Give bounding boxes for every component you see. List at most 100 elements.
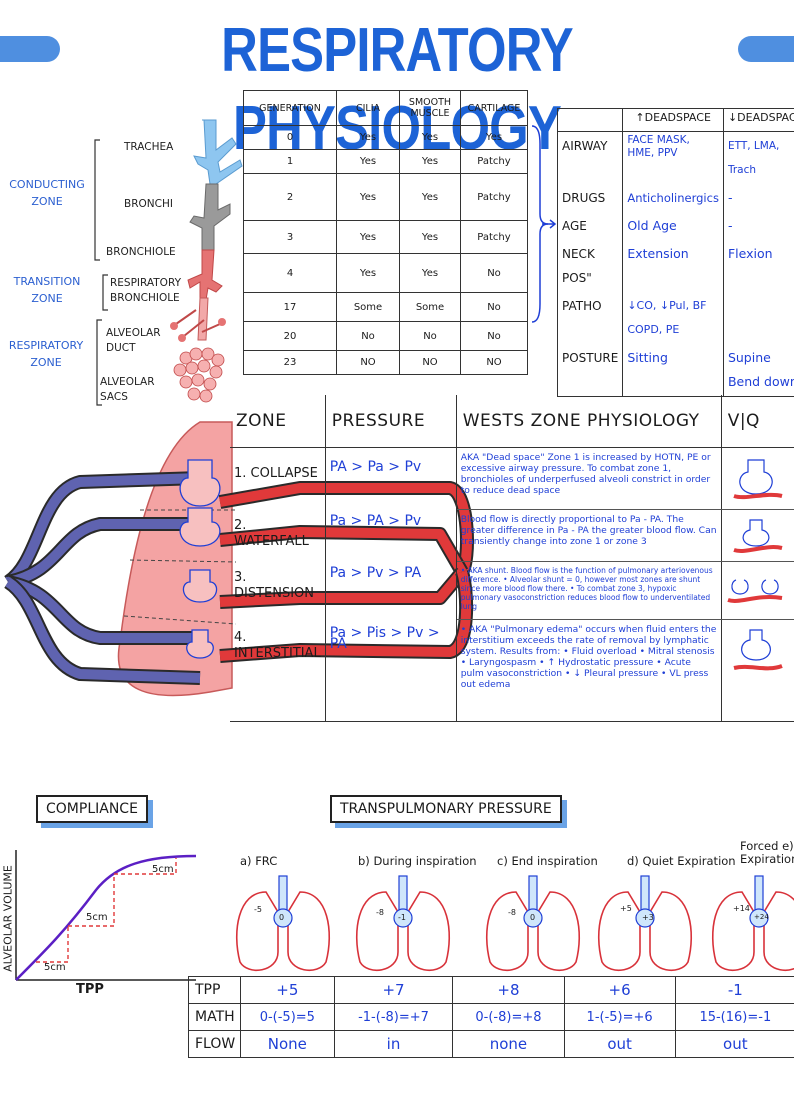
cell: out — [674, 1030, 794, 1058]
stage-b-pleural: -8 — [376, 908, 384, 917]
label-bronchiole: BRONCHIOLE — [106, 246, 176, 258]
zone-pressure: Pa > PA > Pv — [325, 509, 457, 562]
cell: +7 — [333, 976, 454, 1004]
stage-d-pleural: +5 — [620, 904, 632, 913]
table-row: MATH 0-(-5)=5 -1-(-8)=+7 0-(-8)=+8 1-(-5… — [188, 1003, 794, 1031]
cell: DRUGS — [556, 184, 624, 212]
cell: 17 — [243, 292, 337, 322]
table-row: 1. COLLAPSE PA > Pa > Pv AKA "Dead space… — [230, 447, 794, 510]
compliance-label: COMPLIANCE — [36, 795, 148, 823]
cell: Yes — [399, 149, 461, 174]
cell: 23 — [243, 350, 337, 375]
cell: No — [460, 253, 528, 293]
compliance-step-1: 5cm — [44, 962, 66, 973]
table-row: TPP +5 +7 +8 +6 -1 — [188, 976, 794, 1004]
label-alveolar-duct: ALVEOLAR DUCT — [106, 327, 161, 354]
cell: Yes — [336, 220, 400, 254]
label-trachea: TRACHEA — [124, 141, 174, 153]
cell: none — [452, 1030, 565, 1058]
stage-b-alveolar: -1 — [398, 913, 406, 922]
zone-pressure: Pa > Pis > Pv > PA — [325, 619, 457, 722]
zone-description: AKA "Dead space" Zone 1 is increased by … — [456, 447, 722, 510]
cell: Yes — [399, 125, 461, 150]
cell: - — [722, 212, 794, 240]
stage-label-c: c) End inspiration — [497, 854, 598, 868]
zone-conducting: CONDUCTING ZONE — [9, 178, 85, 208]
cell: Yes — [399, 253, 461, 293]
cell: 15-(16)=-1 — [674, 1003, 794, 1031]
cell: 0-(-5)=5 — [240, 1003, 335, 1031]
cell: Flexion — [722, 240, 794, 292]
cell: PATHO — [556, 292, 624, 344]
cell: 3 — [243, 220, 337, 254]
deadspace-header-increase: ↑DEADSPACE — [622, 108, 724, 132]
vq-icon — [721, 619, 794, 722]
compliance-step-2: 5cm — [86, 912, 108, 923]
cell: NO — [336, 350, 400, 375]
cell: Yes — [399, 220, 461, 254]
stage-d-alveolar: +3 — [642, 913, 654, 922]
generation-table: GENERATION CILIA SMOOTH MUSCLE CARTILAGE… — [243, 90, 528, 375]
compliance-step-3: 5cm — [152, 864, 174, 875]
cell: Patchy — [460, 149, 528, 174]
cell: 20 — [243, 321, 337, 351]
cell: FACE MASK, HME, PPV — [622, 131, 724, 184]
label-bronchi: BRONCHI — [124, 198, 173, 210]
cell: Yes — [336, 173, 400, 221]
cell: Yes — [336, 149, 400, 174]
stage-label-b: b) During inspiration — [358, 854, 477, 868]
cell: 1 — [243, 149, 337, 174]
cell: Extension — [622, 240, 724, 292]
table-row: 4. INTERSTITIAL Pa > Pis > Pv > PA • AKA… — [230, 619, 794, 722]
cell: +8 — [452, 976, 565, 1004]
row-label-flow: FLOW — [188, 1030, 241, 1058]
row-label-math: MATH — [188, 1003, 241, 1031]
gen-header-cartilage: CARTILAGE — [460, 90, 528, 126]
gen-header-smooth-muscle: SMOOTH MUSCLE — [399, 90, 461, 126]
tpp-table: TPP +5 +7 +8 +6 -1 MATH 0-(-5)=5 -1-(-8)… — [188, 976, 794, 1058]
airway-tree-diagram — [94, 119, 243, 406]
cell: in — [333, 1030, 454, 1058]
cell: Patchy — [460, 220, 528, 254]
cell: NO — [460, 350, 528, 375]
cell: - — [722, 184, 794, 212]
zone-pressure: PA > Pa > Pv — [325, 447, 457, 510]
zone-description: • AKA "Pulmonary edema" occurs when flui… — [456, 619, 722, 722]
zone-description: Blood flow is directly proportional to P… — [456, 509, 722, 562]
stage-e-pleural: +14 — [733, 904, 750, 913]
stage-label-d: d) Quiet Expiration — [627, 854, 736, 868]
cell: Yes — [399, 173, 461, 221]
wz-header-zone: ZONE — [230, 395, 326, 448]
wz-header-pressure: PRESSURE — [325, 395, 457, 448]
cell: Old Age — [622, 212, 724, 240]
zone-name: 3. DISTENSION — [230, 561, 326, 620]
title-left-bar — [0, 36, 60, 62]
cell: ETT, LMA, Trach — [722, 131, 794, 184]
cell: No — [460, 321, 528, 351]
cell: No — [460, 292, 528, 322]
cell: AIRWAY — [556, 131, 624, 184]
cell: Anticholinergics — [622, 184, 724, 212]
wz-header-vq: V|Q — [721, 395, 794, 448]
stage-label-a: a) FRC — [240, 854, 278, 868]
cell: ↓CO, ↓Pul, BF COPD, PE — [622, 292, 724, 344]
cell: Some — [399, 292, 461, 322]
cell: -1 — [674, 976, 794, 1004]
label-alveolar-sacs: ALVEOLAR SACS — [100, 376, 155, 403]
stage-c-pleural: -8 — [508, 908, 516, 917]
lung-stages-diagram — [235, 875, 794, 971]
vq-icon — [721, 561, 794, 620]
zone-name: 2. WATERFALL — [230, 509, 326, 562]
zone-respiratory: RESPIRATORY ZONE — [8, 339, 84, 369]
table-row: 2. WATERFALL Pa > PA > Pv Blood flow is … — [230, 509, 794, 562]
cell: 0-(-8)=+8 — [452, 1003, 565, 1031]
cell: +6 — [563, 976, 676, 1004]
